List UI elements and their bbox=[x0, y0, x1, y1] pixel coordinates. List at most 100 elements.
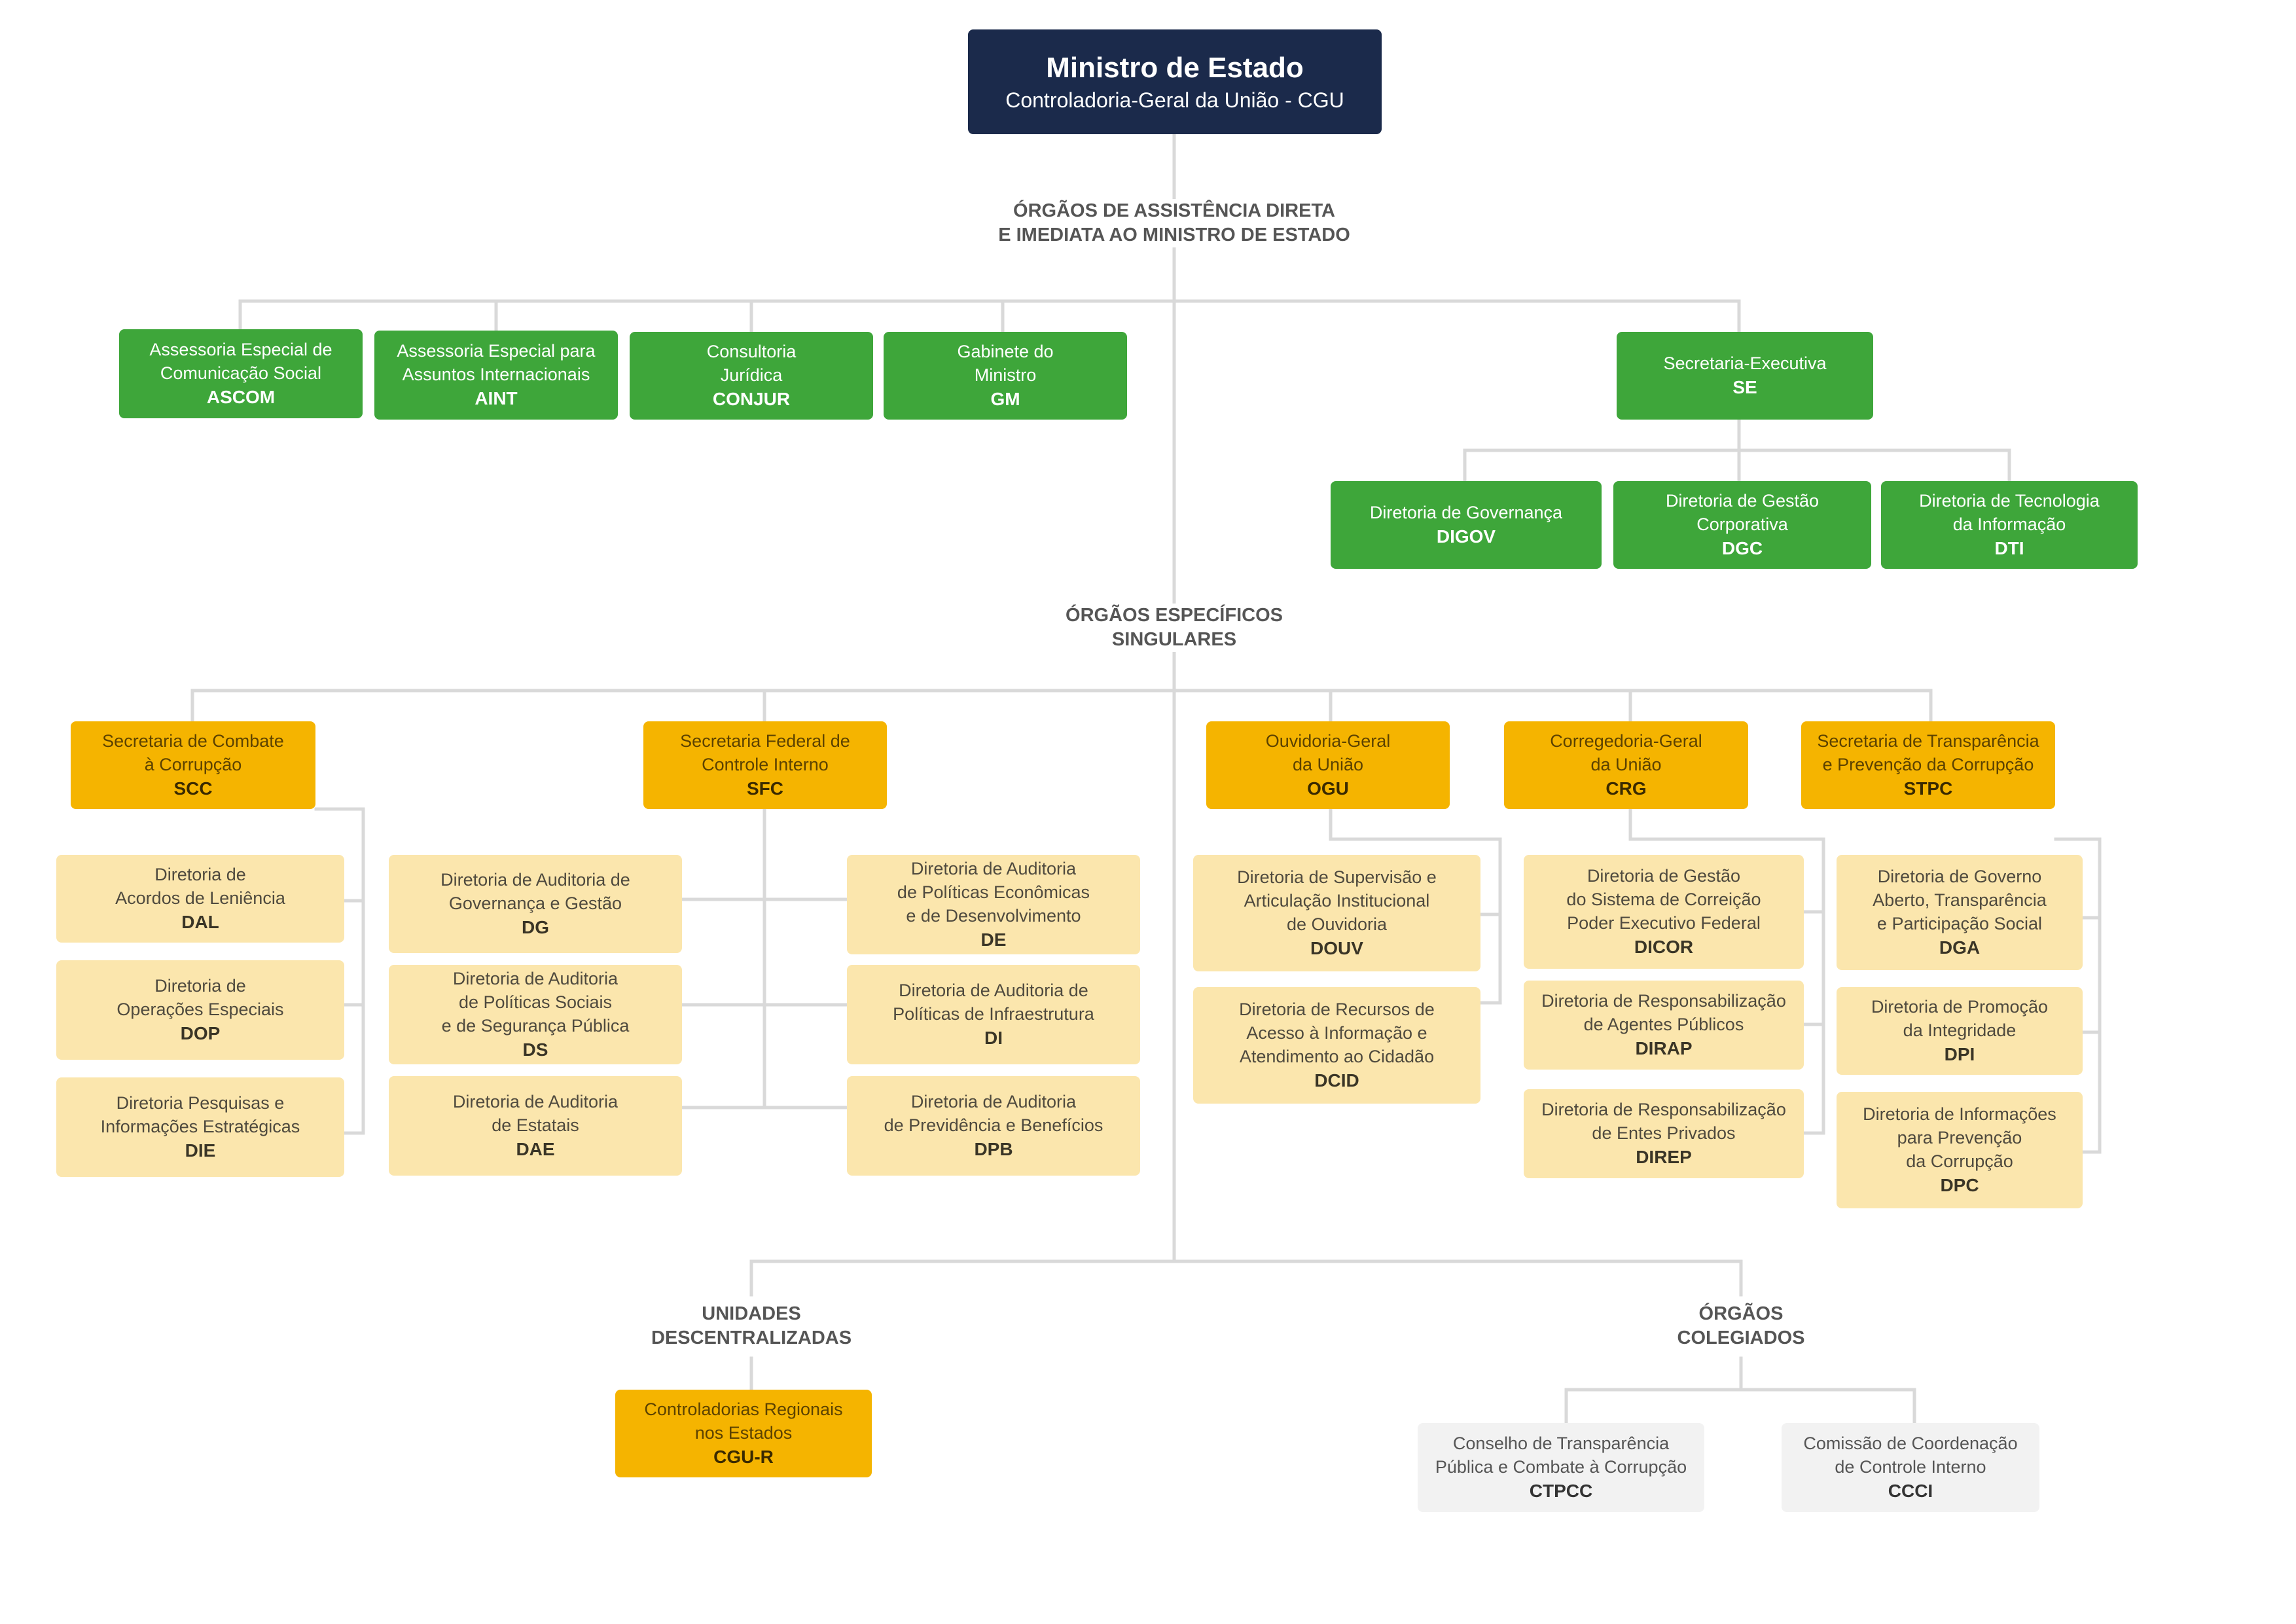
unit-name: Diretoria de Auditoria de Políticas Econ… bbox=[897, 859, 1090, 926]
unit-name: Conselho de Transparência Pública e Comb… bbox=[1435, 1434, 1687, 1477]
unit-box-scc: Secretaria de Combate à Corrupção SCC bbox=[71, 721, 315, 809]
unit-box-di: Diretoria de Auditoria de Políticas de I… bbox=[847, 965, 1140, 1064]
unit-abbr: ASCOM bbox=[206, 387, 276, 407]
unit-abbr: STPC bbox=[1903, 778, 1953, 799]
unit-name: Diretoria de Governança bbox=[1369, 503, 1563, 522]
unit-abbr: GM bbox=[990, 389, 1020, 409]
unit-name: Diretoria de Operações Especiais bbox=[117, 976, 284, 1019]
unit-name: Controladorias Regionais nos Estados bbox=[644, 1399, 843, 1443]
unit-box-dae: Diretoria de Auditoria de Estatais DAE bbox=[389, 1076, 682, 1176]
unit-abbr: DPI bbox=[1944, 1044, 1975, 1064]
unit-abbr: AINT bbox=[475, 388, 518, 408]
unit-name: Secretaria de Combate à Corrupção bbox=[102, 731, 284, 774]
unit-box-se: Secretaria-Executiva SE bbox=[1617, 332, 1873, 420]
unit-box-dirap: Diretoria de Responsabilização de Agente… bbox=[1524, 981, 1804, 1070]
unit-name: Assessoria Especial de Comunicação Socia… bbox=[149, 340, 332, 383]
unit-name: Diretoria de Governo Aberto, Transparênc… bbox=[1873, 867, 2047, 933]
unit-abbr: CRG bbox=[1605, 778, 1647, 799]
unit-box-douv: Diretoria de Supervisão e Articulação In… bbox=[1193, 855, 1480, 971]
unit-box-dti: Diretoria de Tecnologia da Informação DT… bbox=[1881, 481, 2138, 569]
unit-name: Diretoria de Responsabilização de Agente… bbox=[1541, 991, 1786, 1034]
unit-box-dga: Diretoria de Governo Aberto, Transparênc… bbox=[1837, 855, 2083, 970]
unit-box-dpc: Diretoria de Informações para Prevenção … bbox=[1837, 1092, 2083, 1208]
unit-abbr: DIRAP bbox=[1635, 1038, 1693, 1058]
unit-name: Diretoria Pesquisas e Informações Estrat… bbox=[100, 1093, 300, 1136]
unit-abbr: DPB bbox=[974, 1139, 1013, 1159]
unit-box-dal: Diretoria de Acordos de Leniência DAL bbox=[56, 855, 344, 943]
unit-name: Diretoria de Supervisão e Articulação In… bbox=[1237, 867, 1437, 934]
unit-box-dg: Diretoria de Auditoria de Governança e G… bbox=[389, 855, 682, 953]
unit-abbr: DIREP bbox=[1636, 1147, 1692, 1167]
unit-name: Secretaria-Executiva bbox=[1663, 353, 1827, 373]
unit-name: Consultoria Jurídica bbox=[706, 342, 797, 385]
unit-abbr: SFC bbox=[747, 778, 783, 799]
unit-abbr: CTPCC bbox=[1529, 1481, 1593, 1501]
unit-abbr: DICOR bbox=[1634, 937, 1694, 957]
unit-box-digov: Diretoria de Governança DIGOV bbox=[1331, 481, 1602, 569]
unit-name: Corregedoria-Geral da União bbox=[1550, 731, 1702, 774]
unit-box-stpc: Secretaria de Transparência e Prevenção … bbox=[1801, 721, 2055, 809]
unit-name: Secretaria de Transparência e Prevenção … bbox=[1817, 731, 2039, 774]
unit-name: Diretoria de Auditoria de Políticas Soci… bbox=[441, 969, 630, 1036]
unit-box-direp: Diretoria de Responsabilização de Entes … bbox=[1524, 1089, 1804, 1178]
minister-title: Ministro de Estado bbox=[1046, 52, 1304, 84]
unit-abbr: DE bbox=[980, 929, 1007, 950]
unit-name: Ouvidoria-Geral da União bbox=[1265, 731, 1391, 774]
unit-name: Comissão de Coordenação de Controle Inte… bbox=[1803, 1434, 2018, 1477]
unit-box-crg: Corregedoria-Geral da União CRG bbox=[1504, 721, 1748, 809]
unit-box-ds: Diretoria de Auditoria de Políticas Soci… bbox=[389, 965, 682, 1064]
unit-abbr: CCCI bbox=[1888, 1481, 1933, 1501]
unit-abbr: DIGOV bbox=[1436, 526, 1496, 547]
unit-box-ccci: Comissão de Coordenação de Controle Inte… bbox=[1782, 1423, 2039, 1512]
unit-box-gm: Gabinete do Ministro GM bbox=[884, 332, 1127, 420]
unit-name: Diretoria de Tecnologia da Informação bbox=[1919, 491, 2100, 534]
unit-name: Secretaria Federal de Controle Interno bbox=[680, 731, 850, 774]
unit-name: Diretoria de Auditoria de Estatais bbox=[452, 1092, 619, 1135]
unit-abbr: DG bbox=[522, 917, 549, 937]
section-direct-assistance: ÓRGÃOS DE ASSISTÊNCIA DIRETA E IMEDIATA … bbox=[994, 199, 1354, 247]
unit-abbr: DAL bbox=[181, 912, 219, 932]
unit-name: Diretoria de Gestão do Sistema de Correi… bbox=[1566, 866, 1761, 933]
unit-name: Diretoria de Promoção da Integridade bbox=[1871, 997, 2049, 1040]
unit-box-dgc: Diretoria de Gestão Corporativa DGC bbox=[1613, 481, 1871, 569]
minister-subtitle: Controladoria-Geral da União - CGU bbox=[1005, 88, 1344, 112]
unit-name: Gabinete do Ministro bbox=[957, 342, 1054, 385]
unit-abbr: DI bbox=[984, 1028, 1003, 1048]
unit-name: Diretoria de Gestão Corporativa bbox=[1665, 491, 1820, 534]
unit-abbr: DS bbox=[522, 1039, 548, 1060]
unit-abbr: DGA bbox=[1939, 937, 1981, 958]
unit-abbr: DOP bbox=[180, 1023, 221, 1043]
section-collegiate-organs: ÓRGÃOS COLEGIADOS bbox=[1673, 1302, 1809, 1350]
unit-abbr: SCC bbox=[173, 778, 213, 799]
unit-abbr: SE bbox=[1732, 377, 1757, 397]
unit-box-dicor: Diretoria de Gestão do Sistema de Correi… bbox=[1524, 855, 1804, 969]
unit-abbr: DOUV bbox=[1310, 938, 1363, 958]
unit-name: Diretoria de Responsabilização de Entes … bbox=[1541, 1100, 1786, 1143]
minister-box: Ministro de Estado Controladoria-Geral d… bbox=[968, 29, 1382, 134]
unit-box-ascom: Assessoria Especial de Comunicação Socia… bbox=[119, 329, 363, 418]
unit-name: Diretoria de Recursos de Acesso à Inform… bbox=[1239, 1000, 1435, 1066]
unit-box-aint: Assessoria Especial para Assuntos Intern… bbox=[374, 331, 618, 420]
unit-abbr: OGU bbox=[1307, 778, 1349, 799]
unit-box-die: Diretoria Pesquisas e Informações Estrat… bbox=[56, 1077, 344, 1177]
unit-box-ogu: Ouvidoria-Geral da União OGU bbox=[1206, 721, 1450, 809]
unit-name: Diretoria de Auditoria de Governança e G… bbox=[440, 870, 630, 913]
section-decentralized-units: UNIDADES DESCENTRALIZADAS bbox=[647, 1302, 856, 1350]
unit-box-dpi: Diretoria de Promoção da Integridade DPI bbox=[1837, 987, 2083, 1075]
unit-box-dop: Diretoria de Operações Especiais DOP bbox=[56, 960, 344, 1060]
unit-abbr: DCID bbox=[1314, 1070, 1359, 1091]
unit-name: Diretoria de Informações para Prevenção … bbox=[1863, 1104, 2056, 1171]
unit-name: Assessoria Especial para Assuntos Intern… bbox=[397, 341, 596, 384]
unit-box-cgu-r: Controladorias Regionais nos Estados CGU… bbox=[615, 1390, 872, 1477]
unit-abbr: CONJUR bbox=[712, 389, 791, 409]
unit-box-ctpcc: Conselho de Transparência Pública e Comb… bbox=[1418, 1423, 1704, 1512]
unit-abbr: DIE bbox=[185, 1140, 216, 1161]
unit-abbr: DPC bbox=[1940, 1175, 1979, 1195]
section-specific-organs: ÓRGÃOS ESPECÍFICOS SINGULARES bbox=[1062, 604, 1287, 652]
unit-name: Diretoria de Auditoria de Políticas de I… bbox=[893, 981, 1094, 1024]
unit-abbr: DAE bbox=[516, 1139, 555, 1159]
unit-abbr: CGU-R bbox=[713, 1447, 774, 1467]
unit-abbr: DGC bbox=[1721, 538, 1763, 558]
unit-box-dpb: Diretoria de Auditoria de Previdência e … bbox=[847, 1076, 1140, 1176]
unit-box-dcid: Diretoria de Recursos de Acesso à Inform… bbox=[1193, 987, 1480, 1104]
